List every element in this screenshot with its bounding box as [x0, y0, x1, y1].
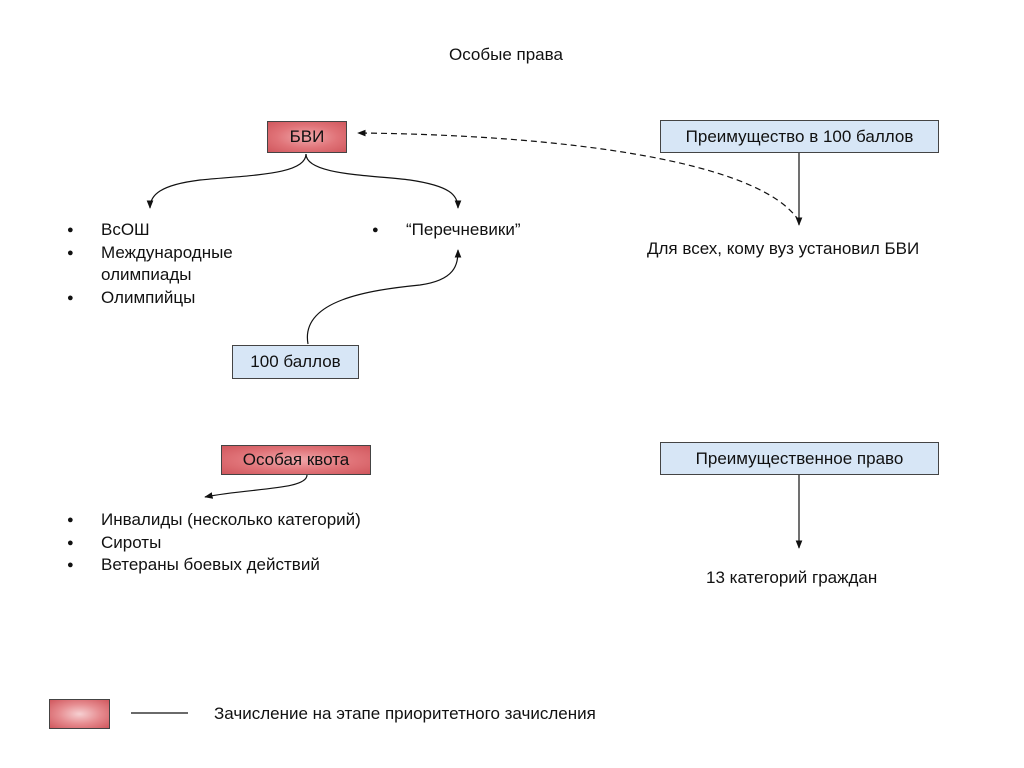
quota-list: Инвалиды (несколько категорий) Сироты Ве…: [67, 509, 367, 577]
perechen-list: “Перечневики”: [372, 219, 572, 242]
advantage-to-bvi-dashed-arrow: [357, 129, 800, 222]
legend-swatch: [49, 699, 110, 729]
score-100-box: 100 баллов: [232, 345, 359, 379]
list-item: Сироты: [67, 532, 367, 555]
olympiad-list: ВсОШ Международные олимпиады Олимпийцы: [67, 219, 287, 309]
preferential-right-box: Преимущественное право: [660, 442, 939, 475]
categories-13-text: 13 категорий граждан: [706, 568, 878, 587]
for-all-bvi-text: Для всех, кому вуз установил БВИ: [647, 239, 920, 258]
list-item: ВсОШ: [67, 219, 287, 242]
bvi-to-olympiads-arrow: [146, 153, 307, 209]
diagram-title: Особые права: [449, 45, 563, 64]
list-item: “Перечневики”: [372, 219, 572, 242]
quota-to-list-arrow: [204, 474, 308, 499]
list-item: Ветераны боевых действий: [67, 554, 367, 577]
legend-text: Зачисление на этапе приоритетного зачисл…: [214, 704, 596, 723]
special-quota-label: Особая квота: [242, 450, 350, 469]
bvi-to-perechen-arrow: [305, 153, 462, 209]
preferential-right-label: Преимущественное право: [695, 448, 904, 468]
bvi-label: БВИ: [289, 127, 325, 146]
list-item: Инвалиды (несколько категорий): [67, 509, 367, 532]
bvi-box: БВИ: [267, 121, 347, 153]
list-item: Международные олимпиады: [67, 242, 287, 287]
advantage-100-label: Преимущество в 100 баллов: [685, 126, 914, 146]
score-to-perechen-arrow: [306, 249, 462, 345]
score-100-label: 100 баллов: [250, 352, 341, 371]
advantage-100-box: Преимущество в 100 баллов: [660, 120, 939, 153]
special-quota-box: Особая квота: [221, 445, 371, 475]
list-item: Олимпийцы: [67, 287, 287, 310]
